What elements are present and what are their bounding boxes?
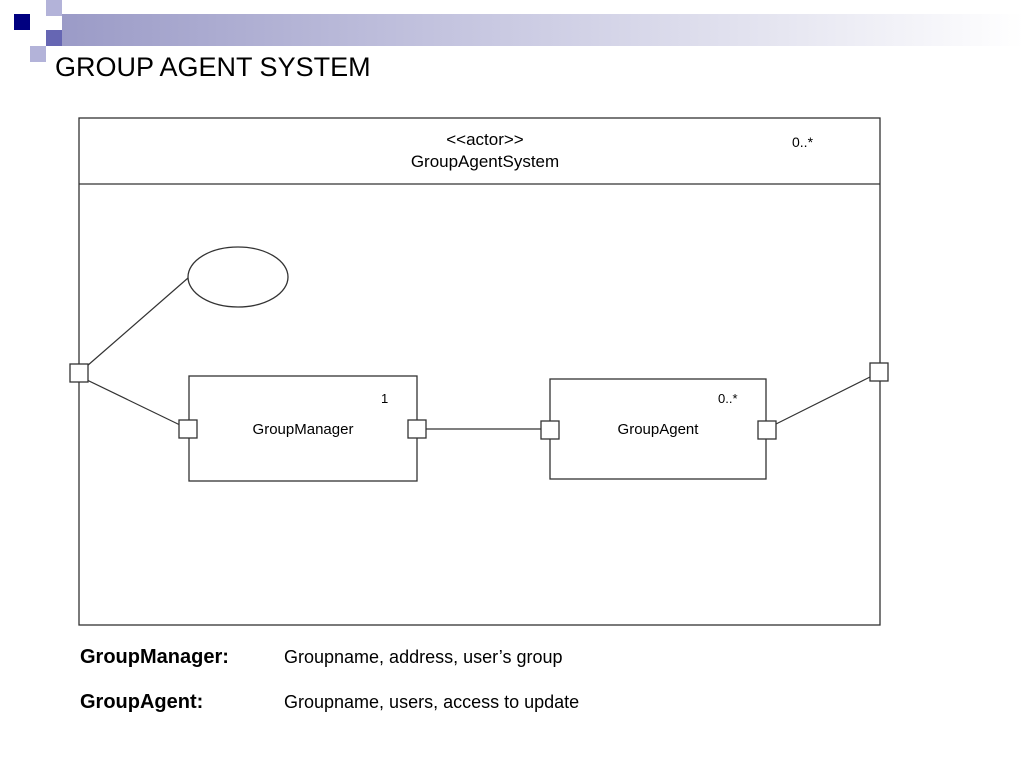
legend-term: GroupAgent: [80, 691, 204, 713]
legend-description: Groupname, address, user’s group [284, 647, 563, 667]
interface-ellipse [187, 246, 289, 308]
system-box [78, 117, 881, 626]
system-left-port [69, 363, 89, 383]
legend-row-groupagent: GroupAgent: Groupname, users, access to … [80, 691, 579, 714]
connector-groupagent-to-right-port [775, 376, 871, 425]
system-right-port [869, 362, 889, 382]
slide-title: GROUP AGENT SYSTEM [55, 52, 371, 82]
groupagent-left-port [540, 420, 560, 440]
groupagent-part-name: GroupAgent [618, 421, 700, 438]
groupmanager-part-name: GroupManager [253, 421, 354, 438]
groupagent-right-port [757, 420, 777, 440]
legend-description: Groupname, users, access to update [284, 692, 580, 712]
composite-structure-diagram: <<actor>> GroupAgentSystem 0..* GroupMan… [69, 117, 889, 626]
connector-left-port-to-groupmanager [86, 379, 181, 426]
system-stereotype: <<actor>> [446, 130, 524, 149]
header-gradient-bar [62, 14, 1024, 46]
system-multiplicity: 0..* [792, 134, 814, 150]
groupmanager-multiplicity: 1 [381, 391, 388, 406]
logo-squares-decoration [14, 0, 78, 62]
groupmanager-left-port [178, 419, 198, 439]
legend-row-groupmanager: GroupManager: Groupname, address, user’s… [80, 646, 563, 669]
groupagent-part-box [549, 378, 767, 480]
groupagent-multiplicity: 0..* [718, 391, 738, 406]
connector-left-port-to-interface [86, 277, 189, 367]
system-name: GroupAgentSystem [411, 152, 559, 171]
groupmanager-right-port [407, 419, 427, 439]
legend-term: GroupManager: [80, 646, 229, 668]
